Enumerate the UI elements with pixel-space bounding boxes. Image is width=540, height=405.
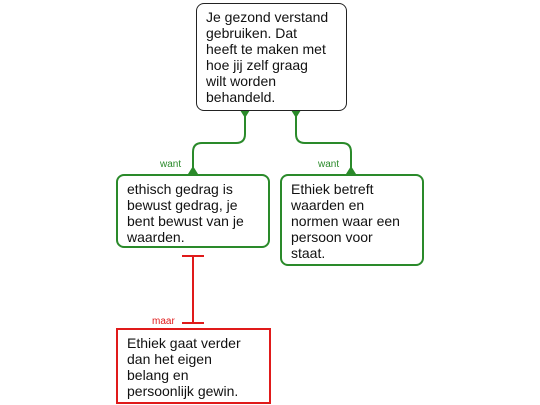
support-connector-left xyxy=(192,116,246,174)
support-arrowhead-right xyxy=(291,110,301,118)
support-arrowhead-left-bottom xyxy=(188,166,198,174)
reason-node-right[interactable]: Ethiek betreft waarden en normen waar ee… xyxy=(280,174,424,266)
objection-node[interactable]: Ethiek gaat verder dan het eigen belang … xyxy=(116,328,271,404)
support-connector-right xyxy=(295,116,352,174)
support-arrowhead-left xyxy=(240,110,250,118)
claim-node[interactable]: Je gezond verstand gebruiken. Dat heeft … xyxy=(196,3,347,111)
objection-label: maar xyxy=(152,316,175,327)
support-label-right: want xyxy=(318,159,340,170)
support-label-left: want xyxy=(160,159,182,170)
reason-node-left[interactable]: ethisch gedrag is bewust gedrag, je bent… xyxy=(116,174,270,248)
support-arrowhead-right-bottom xyxy=(346,166,356,174)
